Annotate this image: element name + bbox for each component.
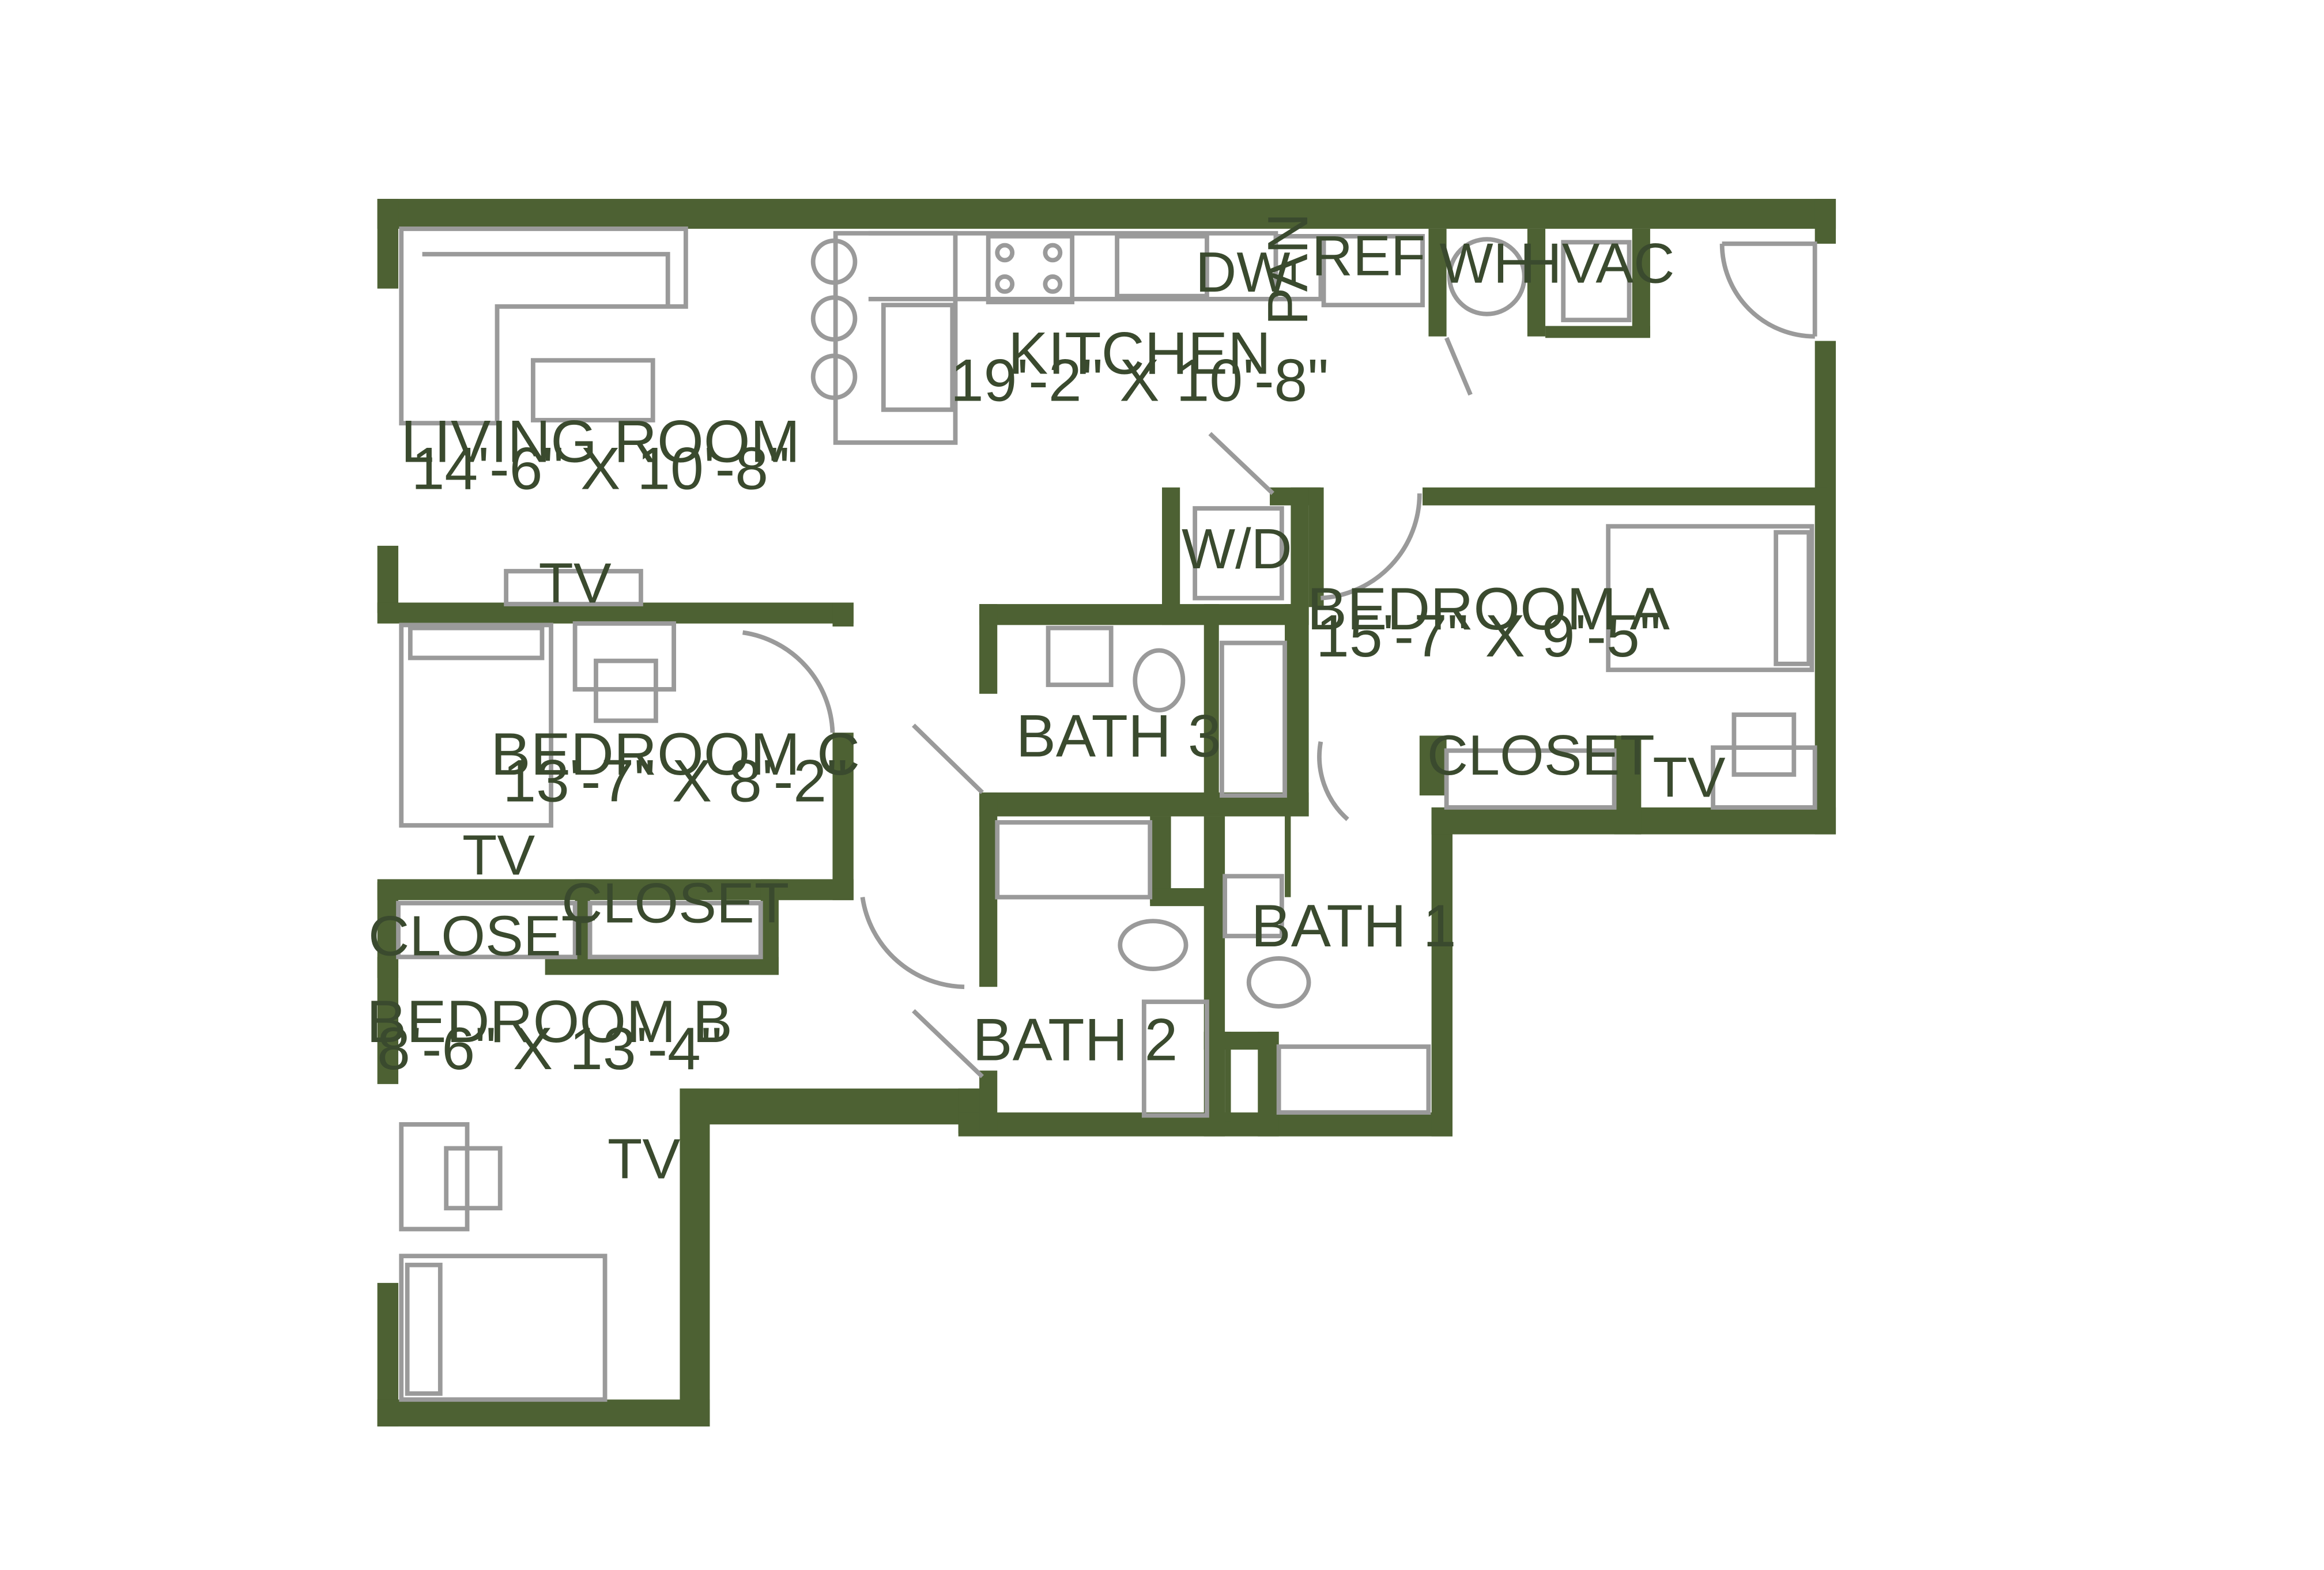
- dw-label: DW: [1195, 240, 1290, 304]
- bath-2-name: BATH 2: [972, 1006, 1178, 1073]
- closet-label-bedroom-a: CLOSET: [1427, 723, 1655, 787]
- hvac-label: HVAC: [1521, 231, 1675, 295]
- bedroom-b-dims: 8'-6" X 13'-4": [377, 1016, 722, 1082]
- tv-label-bedroom-c: TV: [462, 824, 535, 887]
- tv-label-bedroom-a: TV: [1653, 746, 1725, 809]
- bedroom-c-dims: 13'-7" X 8'-2": [503, 748, 848, 815]
- tv-label-living: TV: [539, 552, 612, 615]
- walls: [377, 199, 1836, 1426]
- bath-1-name: BATH 1: [1251, 893, 1457, 960]
- bedroom-b-name: BEDROOM B: [367, 988, 733, 1055]
- kitchen-dims: 19'-2" X 10'-8": [950, 347, 1329, 414]
- wd-label: W/D: [1182, 517, 1292, 580]
- bedroom-c-name: BEDROOM C: [491, 721, 860, 788]
- bath-3-name: BATH 3: [1016, 703, 1221, 770]
- wh-label: WH: [1440, 231, 1534, 295]
- tv-label-bedroom-b: TV: [608, 1127, 680, 1190]
- furniture: [396, 227, 1817, 1402]
- closet-label-bedroom-b: CLOSET: [368, 904, 596, 968]
- kitchen-name: KITCHEN: [1008, 320, 1271, 387]
- room-labels: LIVING ROOM 14'-6" X 10'-8" KITCHEN 19'-…: [367, 320, 1670, 1082]
- fixture-labels: DW PAN REF WH HVAC W/D TV TV TV TV CLOSE…: [368, 213, 1726, 1190]
- ref-label: REF: [1312, 224, 1425, 287]
- bedroom-a-name: BEDROOM A: [1307, 576, 1670, 643]
- closet-label-bedroom-c: CLOSET: [561, 871, 789, 935]
- pan-label: PAN: [1256, 213, 1319, 325]
- living-room-dims: 14'-6" X 10'-8": [412, 435, 790, 502]
- living-room-name: LIVING ROOM: [401, 409, 800, 475]
- bedroom-a-dims: 15'-7" X 9'-5": [1316, 603, 1661, 670]
